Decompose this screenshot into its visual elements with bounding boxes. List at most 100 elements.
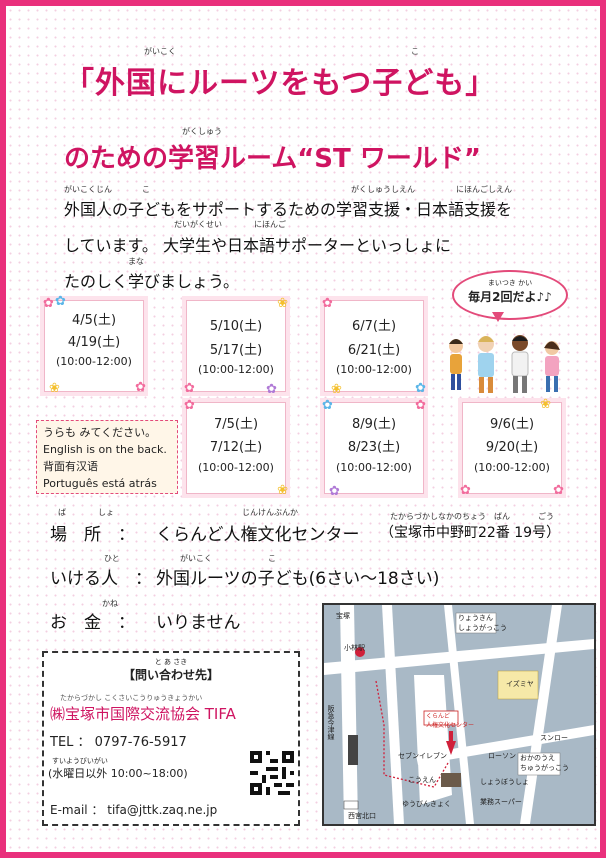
- schedule-date: 8/9(土): [351, 417, 397, 432]
- language-line: 背面有汉语: [43, 460, 98, 473]
- bubble-text: 毎月2回だよ♪♪: [468, 290, 552, 304]
- schedule-time: (10:00-12:00): [198, 363, 274, 376]
- access-map: 宝塚 小林駅 阪急今津線 りょうきん しょうがっこう イズミヤ くらんど 人権文…: [322, 603, 596, 826]
- schedule-card: 7/5(土) 7/12(土) (10:00-12:00) ✿ ❀: [184, 398, 288, 498]
- flower-icon: ✿: [55, 294, 66, 309]
- contact-hours: (水曜日以外 10:00~18:00): [48, 767, 188, 780]
- title-line1: 「外国にルーツをもつ子ども」: [64, 66, 497, 101]
- language-line: English is on the back.: [43, 443, 167, 456]
- map-label: おかのうえ ちゅうがっこう: [520, 754, 569, 772]
- schedule-time: (10:00-12:00): [336, 363, 412, 376]
- schedule-date: 9/6(土): [489, 417, 535, 432]
- place-label: 場 所 ：: [50, 525, 135, 545]
- fee-label: お 金 ：: [50, 613, 135, 633]
- speech-bubble: まいつき かい 毎月2回だよ♪♪: [452, 270, 568, 320]
- title-line2: のための学習ルーム“ST ワールド”: [64, 144, 481, 174]
- info-ruby: こ: [268, 554, 276, 563]
- bubble-tail: [492, 312, 504, 322]
- flower-icon: ✿: [415, 398, 426, 413]
- schedule-card: 9/6(土) 9/20(土) (10:00-12:00) ✿ ✿ ❀: [460, 398, 564, 498]
- child-4: [544, 341, 560, 392]
- intro-ruby: にほんご: [254, 220, 286, 229]
- flower-icon: ❀: [277, 296, 288, 311]
- flower-icon: ✿: [43, 296, 54, 311]
- language-line: Português está atrás: [43, 477, 157, 490]
- schedule-time: (10:00-12:00): [56, 355, 132, 368]
- title-ruby: こ: [411, 47, 419, 56]
- intro-ruby: こ: [142, 185, 150, 194]
- schedule-date: 4/19(土): [67, 335, 121, 350]
- child-3: [511, 335, 529, 393]
- map-label: くらんど 人権文化センター: [426, 713, 475, 729]
- info-ruby: じんけんぶんか: [242, 508, 298, 517]
- map-label: こうえん: [408, 776, 436, 784]
- info-ruby: しょ: [98, 508, 114, 517]
- info-ruby: たからづかしなかのちょう: [390, 512, 486, 521]
- flower-icon: ✿: [322, 398, 333, 413]
- map-label: りょうきん しょうがっこう: [458, 614, 507, 632]
- title-ruby: がいこく: [144, 47, 176, 56]
- contact-box: と あ さき 【問い合わせ先】 たからづかし こくさいこうりゅうきょうかい ㈱宝…: [42, 651, 300, 826]
- flower-icon: ❀: [277, 483, 288, 498]
- intro-ruby: まな: [128, 257, 144, 266]
- map-roads: [324, 605, 594, 824]
- bubble-ruby: まいつき かい: [487, 279, 533, 287]
- map-label: 業務スーパー: [480, 798, 522, 806]
- info-ruby: がいこく: [180, 554, 212, 563]
- org-ruby: たからづかし こくさいこうりゅうきょうかい: [60, 694, 203, 702]
- language-line: うらも みてください。: [43, 426, 157, 439]
- map-label: しょうぼうしょ: [480, 778, 529, 786]
- fee-value: いりません: [156, 613, 241, 633]
- info-ruby: ば: [58, 508, 66, 517]
- schedule-time: (10:00-12:00): [198, 461, 274, 474]
- intro-line: 外国人の子どもをサポートするための学習支援・日本語支援を: [64, 200, 513, 219]
- map-label: 阪急今津線: [327, 705, 335, 740]
- schedule-date: 5/10(土): [209, 319, 263, 334]
- flower-icon: ✿: [266, 382, 277, 397]
- flower-icon: ❀: [49, 381, 60, 396]
- info-ruby: ごう: [538, 512, 554, 521]
- intro-line: たのしく学びましょう。: [64, 272, 240, 291]
- schedule-date: 7/5(土): [213, 417, 259, 432]
- map-label: 宝塚: [336, 612, 350, 620]
- flower-icon: ✿: [460, 483, 471, 498]
- contact-heading-ruby: と あ さき: [154, 658, 188, 666]
- schedule-time: (10:00-12:00): [474, 461, 550, 474]
- flower-icon: ✿: [184, 398, 195, 413]
- intro-line: しています。 大学生や日本語サポーターといっしょに: [64, 236, 452, 255]
- intro-ruby: がいこくじん: [64, 185, 112, 194]
- flower-icon: ✿: [553, 483, 564, 498]
- schedule-date: 9/20(土): [485, 440, 539, 455]
- schedule-date: 8/23(土): [347, 440, 401, 455]
- map-label: スンロー: [540, 734, 568, 742]
- map-label: セブンイレブン: [398, 752, 447, 760]
- flower-icon: ✿: [184, 381, 195, 396]
- schedule-card: 5/10(土) 5/17(土) (10:00-12:00) ❀ ✿ ✿: [184, 296, 288, 396]
- schedule-card: 6/7(土) 6/21(土) (10:00-12:00) ✿ ✿ ❀: [322, 297, 426, 396]
- contact-heading: 【問い合わせ先】: [122, 668, 219, 682]
- flower-icon: ❀: [540, 397, 551, 412]
- map-label: 小林駅: [344, 644, 365, 652]
- map-label: ゆうびんきょく: [402, 800, 451, 808]
- contact-tel: TEL ： 0797-76-5917: [50, 735, 187, 750]
- schedule-card: 4/5(土) 4/19(土) (10:00-12:00) ✿ ✿ ✿ ❀: [43, 295, 146, 396]
- flower-icon: ✿: [415, 381, 426, 396]
- map-label: ローソン: [488, 752, 516, 760]
- title-ruby: がくしゅう: [182, 127, 222, 136]
- contact-email: E-mail ： tifa@jttk.zaq.ne.jp: [50, 803, 218, 817]
- children-illustration: [449, 335, 560, 393]
- child-1: [449, 339, 463, 390]
- place-value: くらんど人権文化センター: [156, 525, 360, 545]
- info-ruby: ばん: [494, 512, 510, 521]
- hours-ruby: すいようびいがい: [52, 757, 108, 765]
- intro-ruby: がくしゅうしえん: [351, 185, 415, 194]
- org-name: ㈱宝塚市国際交流協会 TIFA: [50, 705, 236, 723]
- flower-icon: ❀: [331, 382, 342, 397]
- target-label: いける人 ：: [50, 569, 152, 589]
- schedule-date: 4/5(土): [71, 313, 117, 328]
- info-ruby: かね: [102, 599, 118, 608]
- schedule-date: 6/21(土): [347, 343, 401, 358]
- schedule-card: 8/9(土) 8/23(土) (10:00-12:00) ✿ ✿ ✿: [322, 398, 426, 498]
- intro-ruby: にほんごしえん: [456, 185, 512, 194]
